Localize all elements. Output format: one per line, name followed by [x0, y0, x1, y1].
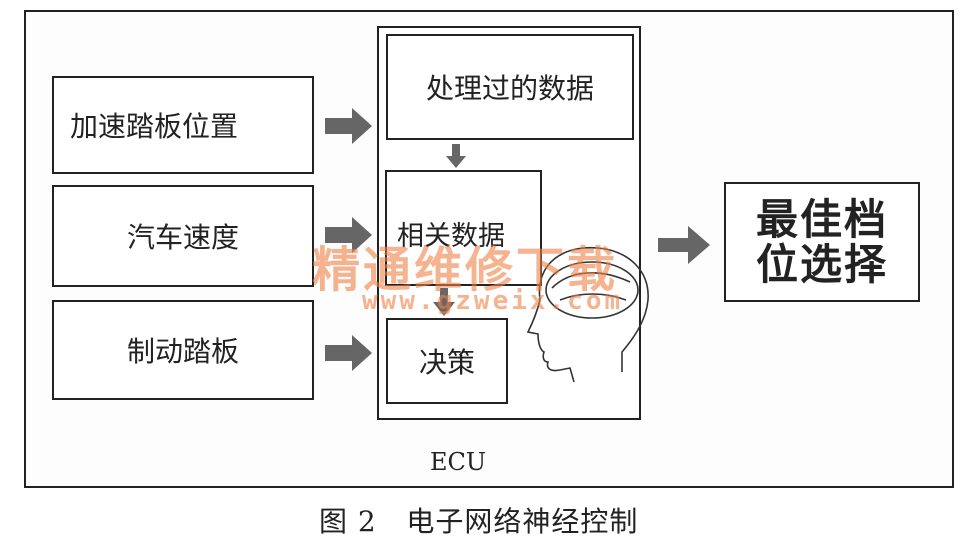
related-data-label: 相关数据: [397, 221, 505, 252]
output-line-1: 最佳档: [755, 194, 888, 244]
arrow-brake-to-ecu: [325, 335, 372, 371]
accelerator-position-label: 加速踏板位置: [70, 110, 239, 143]
decision-label: 决策: [418, 346, 475, 379]
ecu-label: ECU: [430, 448, 487, 476]
vehicle-speed-label: 汽车速度: [126, 221, 239, 254]
decision-box: 决策: [386, 318, 508, 404]
brake-pedal-label: 制动踏板: [126, 335, 239, 368]
brake-pedal-box: 制动踏板: [52, 300, 314, 400]
arrow-related-to-decision: [433, 288, 455, 316]
related-data-box: 相关数据: [385, 170, 542, 286]
output-line-2: 位选择: [755, 240, 888, 289]
processed-data-label: 处理过的数据: [425, 72, 594, 105]
arrow-processed-to-related: [446, 144, 466, 168]
head-brain-icon: [526, 246, 649, 383]
arrow-ecu-to-output: [658, 226, 710, 264]
arrow-speed-to-ecu: [325, 217, 372, 253]
watermark-text: 精通维修下载: [312, 242, 619, 298]
optimal-gear-selection-box: 最佳档 位选择: [724, 182, 920, 302]
watermark-url: www.gzweix.com: [362, 286, 624, 316]
vehicle-speed-box: 汽车速度: [52, 185, 314, 287]
accelerator-position-box: 加速踏板位置: [52, 76, 314, 174]
arrow-accelerator-to-ecu: [325, 108, 372, 144]
figure-caption: 图 2 电子网络神经控制: [319, 505, 639, 538]
processed-data-box: 处理过的数据: [386, 34, 634, 140]
